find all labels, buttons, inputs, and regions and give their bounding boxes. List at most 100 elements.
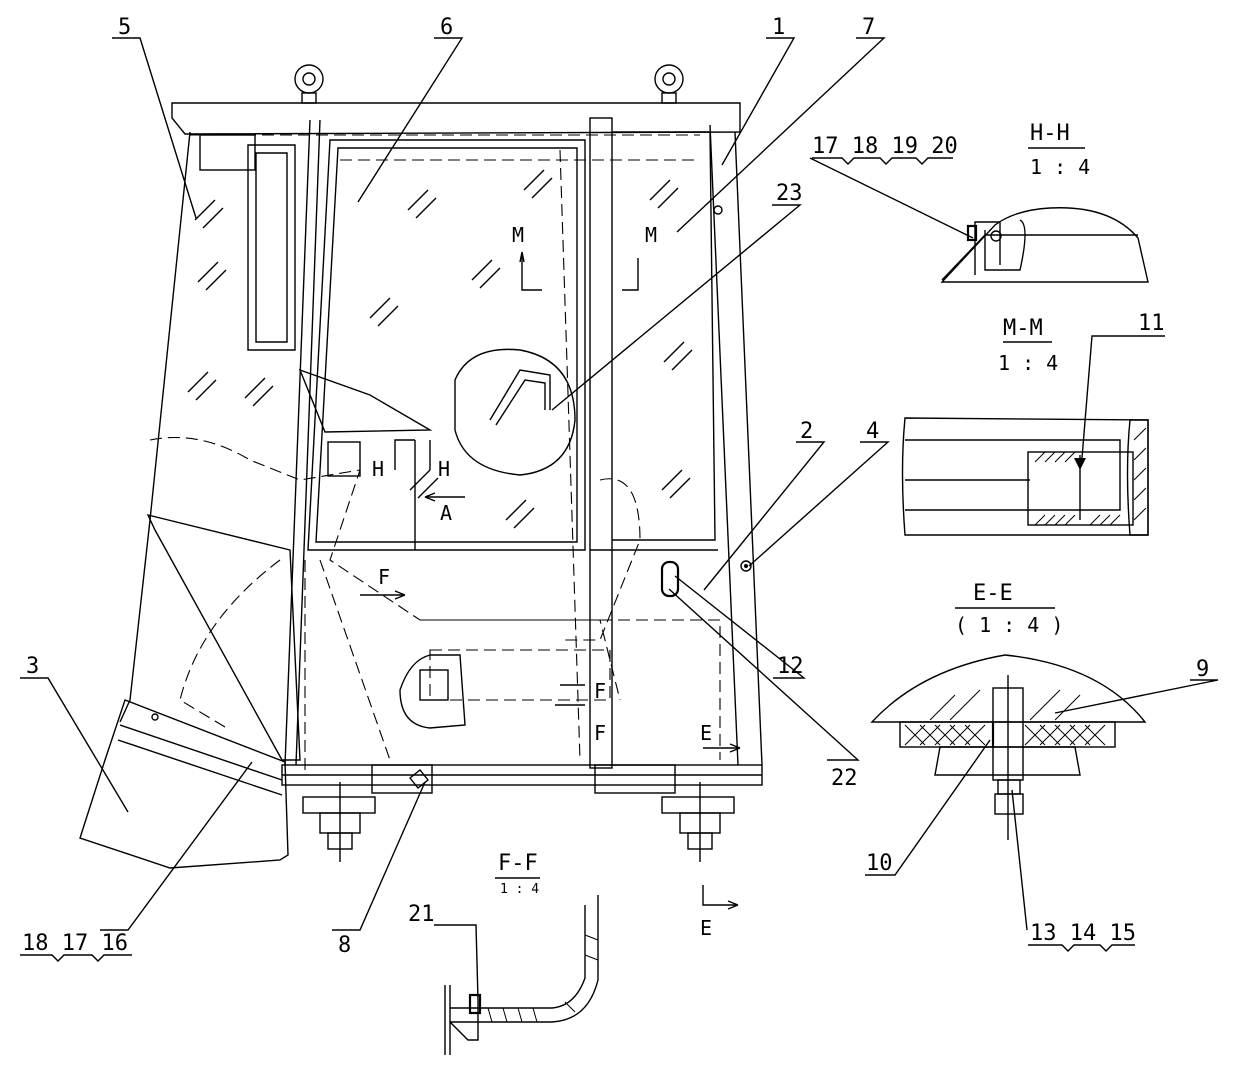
door-latch [399, 654, 466, 729]
section-mark-m-right [622, 258, 639, 291]
marker-a-view: A [440, 501, 452, 525]
section-ee [870, 607, 1147, 840]
label-part-23: 23 [776, 181, 803, 206]
group-labels: 17 18 19 20 18 17 16 13 14 15 21 [22, 134, 1136, 956]
mm-frame [901, 417, 1149, 536]
leader-8 [332, 781, 426, 931]
label-part-7: 7 [862, 15, 875, 40]
steering-column [298, 368, 433, 433]
control-box [327, 441, 361, 477]
bracket-part-8 [409, 769, 429, 789]
marker-f-top: F [378, 565, 390, 589]
arrow-section-f [360, 590, 406, 600]
section-mm [901, 341, 1149, 536]
label-part-8: 8 [338, 933, 351, 958]
leader-4 [748, 441, 890, 567]
label-part-3: 3 [26, 654, 39, 679]
leader-6 [357, 37, 464, 203]
label-part-22: 22 [831, 766, 858, 791]
leader-9 [1054, 679, 1219, 714]
label-part-5: 5 [118, 15, 131, 40]
rear-pillar-outline [734, 131, 763, 766]
title-section-ee: E-E [973, 581, 1013, 606]
view-markers: M M H H A F F F E E [372, 223, 712, 940]
arrow-view-a [424, 492, 465, 502]
section-mark-f-right [555, 684, 585, 706]
title-section-mm: M-M [1003, 316, 1043, 341]
marker-f-mid: F [594, 679, 606, 703]
interior-hidden-lines [149, 134, 721, 770]
label-part-6: 6 [440, 15, 453, 40]
mount-left [302, 782, 376, 862]
roof-panel [171, 102, 741, 135]
scale-section-ff: 1 : 4 [500, 882, 539, 897]
lifting-eye-right [654, 64, 684, 104]
leader-5 [112, 37, 197, 219]
handrail-left [247, 144, 296, 351]
marker-f-low: F [594, 721, 606, 745]
label-part-1: 1 [772, 15, 785, 40]
leader-17-20 [809, 157, 974, 239]
handrail-bracket [199, 134, 256, 171]
seat-back [454, 348, 576, 476]
label-part-12: 12 [777, 654, 804, 679]
marker-e-top: E [700, 721, 712, 745]
marker-m-right: M [645, 223, 657, 247]
leader-11 [1081, 335, 1165, 459]
rivet-part-4 [740, 560, 752, 572]
rear-pillar-inner [709, 124, 739, 766]
leader-3 [20, 677, 129, 813]
front-lower-panel [79, 699, 289, 869]
cab-main-view [79, 64, 763, 910]
section-ff [444, 877, 599, 1055]
section-hh [940, 147, 1149, 283]
hh-profile [940, 207, 1149, 283]
section-titles: H-H 1 : 4 M-M 1 : 4 E-E ( 1 : 4 ) F-F 1 … [498, 121, 1090, 897]
label-part-4: 4 [866, 419, 879, 444]
label-part-2: 2 [800, 419, 813, 444]
label-group-13-15: 13 14 15 [1030, 921, 1136, 946]
front-windshield-lower [146, 513, 301, 761]
title-section-ff: F-F [498, 851, 538, 876]
rear-window [612, 131, 716, 541]
part-number-labels: 5 6 1 7 23 2 4 11 9 12 22 3 8 10 [26, 15, 1209, 958]
mount-right [661, 782, 735, 862]
leader-2 [703, 441, 826, 591]
marker-h-right: H [438, 457, 450, 481]
leader-13-15 [1011, 789, 1028, 931]
door-post-left [295, 119, 321, 766]
leader-21 [434, 924, 479, 1001]
leader-1 [721, 37, 796, 166]
label-part-11: 11 [1138, 311, 1165, 336]
seat-handle [489, 369, 551, 426]
leader-16 [100, 761, 253, 931]
ee-dome [870, 654, 1147, 723]
section-mark-e-bottom [702, 885, 739, 910]
label-group-17-20: 17 18 19 20 [812, 134, 958, 159]
label-part-10: 10 [866, 851, 893, 876]
latch-slot [660, 560, 680, 598]
door-post-left-outer [284, 119, 311, 766]
rivet-upper [713, 205, 723, 215]
scale-section-ee: ( 1 : 4 ) [955, 613, 1063, 637]
marker-m-left: M [512, 223, 524, 247]
leader-12 [674, 575, 807, 679]
marker-e-bottom: E [700, 916, 712, 940]
scale-section-hh: 1 : 4 [1030, 155, 1090, 179]
section-mark-e-top [703, 743, 741, 753]
glass-hatch-marks [187, 169, 693, 529]
scale-section-mm: 1 : 4 [998, 351, 1058, 375]
leader-7 [676, 37, 886, 233]
section-mark-m-left [521, 255, 542, 291]
leader-lines [20, 37, 1219, 1001]
label-part-21: 21 [408, 902, 435, 927]
door-window-inner [315, 147, 578, 543]
front-pillar-outline [119, 131, 191, 723]
lifting-eye-left [294, 64, 324, 104]
section-mark-h [394, 439, 415, 470]
label-group-18-16: 18 17 16 [22, 931, 128, 956]
title-section-hh: H-H [1030, 121, 1070, 146]
leader-22 [668, 588, 860, 761]
